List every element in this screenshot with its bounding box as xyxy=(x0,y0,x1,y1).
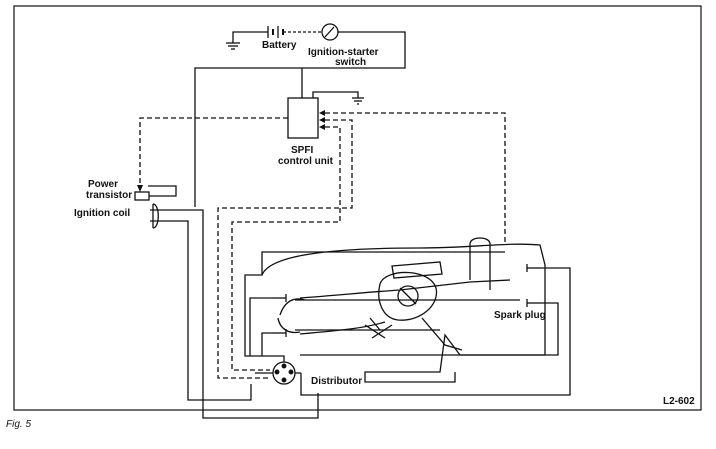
battery-switch-circuit xyxy=(194,23,406,207)
spark-plug-label: Spark plug xyxy=(494,310,546,321)
ignition-switch-label: Ignition-starter xyxy=(308,47,379,58)
spark-plug-symbols-right xyxy=(300,264,571,396)
spfi-label: SPFI xyxy=(291,145,314,156)
distributor-label: Distributor xyxy=(311,376,363,387)
figure-frame xyxy=(13,5,702,411)
power-transistor-label-line2: transistor xyxy=(86,190,133,201)
power-transistor-label: Power xyxy=(88,179,119,190)
ignition-coil-symbol xyxy=(150,203,165,229)
ignition-switch-label-line2: switch xyxy=(335,57,367,68)
spfi-control-unit-box xyxy=(287,97,319,139)
ignition-coil-label: Ignition coil xyxy=(74,208,131,219)
power-transistor-symbol xyxy=(134,191,150,201)
battery-label: Battery xyxy=(262,40,297,51)
figure-code: L2-602 xyxy=(663,396,695,407)
engine-block xyxy=(261,237,546,383)
figure-caption: Fig. 5 xyxy=(6,419,32,430)
control-unit-label: control unit xyxy=(278,156,333,167)
distributor-symbol xyxy=(244,251,505,385)
signal-wires xyxy=(139,112,506,379)
